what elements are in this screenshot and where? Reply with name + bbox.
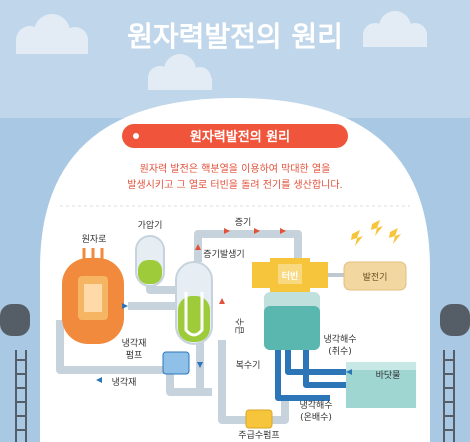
pressurizer [135, 235, 165, 287]
pressurizer-label: 가압기 [138, 219, 163, 231]
reactor [62, 248, 124, 344]
lightning-icon [351, 220, 401, 246]
cooling-water-pipes [275, 345, 348, 401]
cloud-mid [148, 54, 212, 90]
containment-dome [40, 98, 430, 442]
description-line-1: 원자력 발전은 핵분열을 이용하여 막대한 열을 [140, 162, 331, 175]
coolant-label: 냉각재 [112, 376, 137, 388]
right-ladder [443, 350, 455, 442]
cloud-left [16, 14, 88, 54]
cooling-out-label-1: 냉각해수 [299, 399, 332, 411]
description-line-2: 발생시키고 그 열로 터빈을 돌려 전기를 생산합니다. [127, 179, 342, 191]
turbine-label: 터빈 [282, 270, 299, 282]
card-title-pill [122, 124, 348, 148]
main-feed-pump [245, 409, 273, 429]
primary-flow-arrows [122, 303, 203, 368]
page-title: 원자력발전의 원리 [127, 20, 343, 53]
left-knob [0, 304, 30, 336]
steam-generator-label: 증기발생기 [203, 249, 244, 260]
cloud-right [363, 11, 427, 47]
coolant-arrow [96, 377, 102, 383]
steam-label: 증기 [235, 217, 252, 228]
left-ladder [15, 350, 27, 442]
coolant-pump-label-2: 펌프 [126, 349, 143, 361]
sea-label: 바닷물 [376, 370, 401, 381]
condenser [264, 292, 320, 350]
main-pump-label: 주급수펌프 [238, 429, 279, 441]
feedwater-label: 급수 [235, 318, 246, 335]
reactor-label: 원자로 [82, 234, 107, 245]
steam-flow-arrows [195, 228, 286, 250]
pill-dot-icon [133, 133, 139, 139]
turbine [252, 258, 328, 292]
generator-label: 발전기 [363, 272, 388, 283]
coolant-pump-label-1: 냉각재 [122, 337, 147, 349]
condenser-label: 복수기 [236, 360, 261, 371]
cooling-out-label-2: (온배수) [300, 412, 332, 423]
sea-surface [346, 362, 416, 370]
feedwater-arrow [219, 298, 225, 304]
steam-generator [175, 261, 213, 345]
sea-flow-arrows [340, 369, 352, 388]
generator [343, 261, 407, 291]
coolant-pump [162, 351, 190, 375]
cooling-in-label-1: 냉각해수 [323, 333, 356, 345]
card-title: 원자력발전의 원리 [190, 129, 290, 145]
cooling-in-label-2: (취수) [328, 346, 352, 357]
right-knob [440, 304, 470, 336]
